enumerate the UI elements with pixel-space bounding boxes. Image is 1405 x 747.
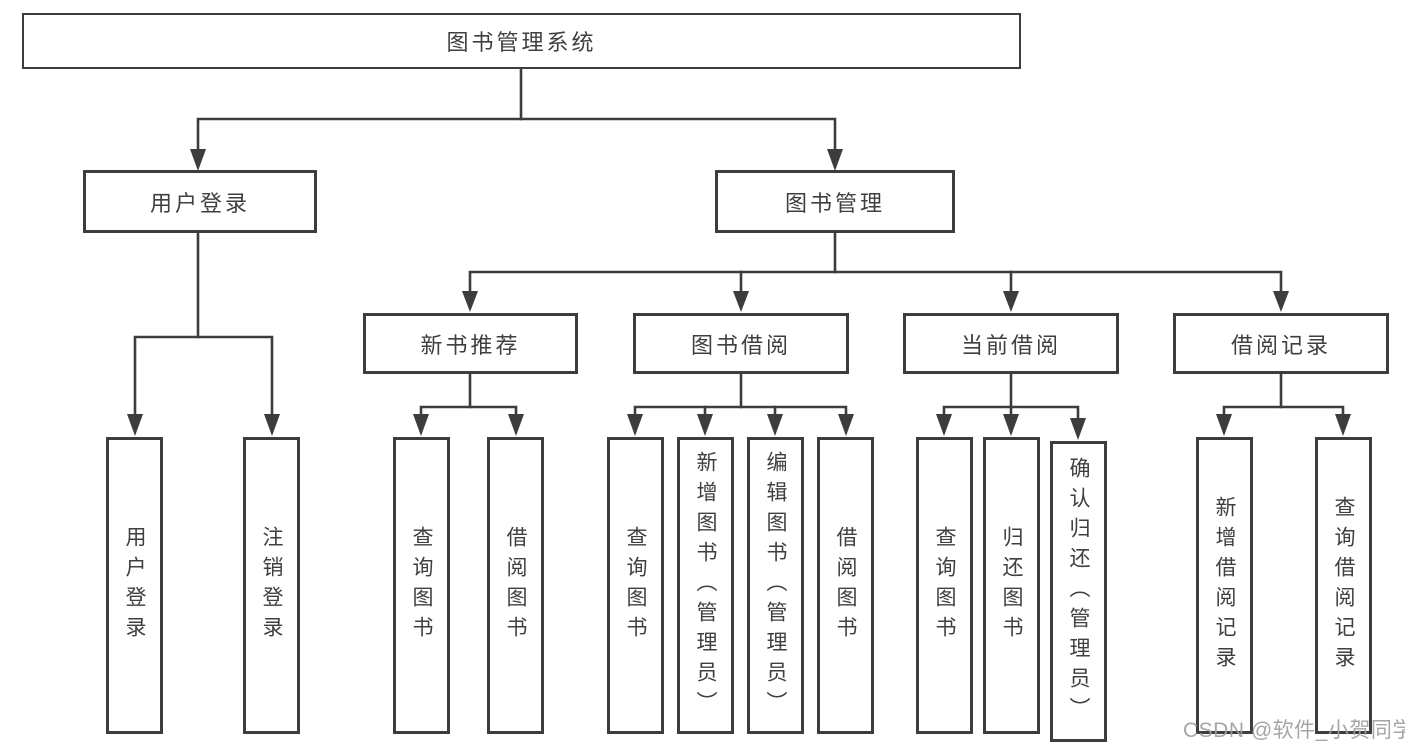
leaf-borrow-books-borrowing: 借阅图书 bbox=[817, 437, 874, 734]
leaf-add-borrow-record-label: 新增借阅记录 bbox=[1213, 495, 1236, 676]
node-user-login: 用户登录 bbox=[83, 170, 317, 233]
leaf-query-books-recommend: 查询图书 bbox=[393, 437, 450, 734]
leaf-edit-book-admin: 编辑图书（管理员） bbox=[747, 437, 804, 734]
leaf-query-borrow-record-label: 查询借阅记录 bbox=[1332, 495, 1355, 676]
node-current-borrowing-label: 当前借阅 bbox=[960, 332, 1061, 358]
node-current-borrowing: 当前借阅 bbox=[903, 313, 1119, 374]
leaf-borrow-books-recommend: 借阅图书 bbox=[487, 437, 544, 734]
arrowheads bbox=[127, 149, 1351, 440]
leaf-logout: 注销登录 bbox=[243, 437, 300, 734]
node-new-book-recommend: 新书推荐 bbox=[363, 313, 578, 374]
node-book-management-label: 图书管理 bbox=[784, 190, 885, 216]
node-user-login-label: 用户登录 bbox=[149, 190, 250, 216]
leaf-user-login: 用户登录 bbox=[106, 437, 163, 734]
node-root: 图书管理系统 bbox=[22, 13, 1021, 69]
leaf-query-books-recommend-label: 查询图书 bbox=[410, 525, 433, 646]
leaf-borrow-books-borrowing-label: 借阅图书 bbox=[834, 525, 857, 646]
node-root-label: 图书管理系统 bbox=[446, 30, 597, 55]
leaf-add-borrow-record: 新增借阅记录 bbox=[1196, 437, 1253, 734]
leaf-query-books-current-label: 查询图书 bbox=[933, 525, 956, 646]
leaf-logout-label: 注销登录 bbox=[260, 525, 283, 646]
leaf-query-books-borrowing: 查询图书 bbox=[607, 437, 664, 734]
node-new-book-recommend-label: 新书推荐 bbox=[420, 332, 521, 358]
leaf-query-books-current: 查询图书 bbox=[916, 437, 973, 734]
node-borrowing-records-label: 借阅记录 bbox=[1230, 332, 1331, 358]
leaf-query-borrow-record: 查询借阅记录 bbox=[1315, 437, 1372, 734]
node-book-management: 图书管理 bbox=[715, 170, 955, 233]
node-borrowing-records: 借阅记录 bbox=[1173, 313, 1389, 374]
node-book-borrowing-label: 图书借阅 bbox=[690, 332, 791, 358]
leaf-borrow-books-recommend-label: 借阅图书 bbox=[504, 525, 527, 646]
leaf-return-books: 归还图书 bbox=[983, 437, 1040, 734]
csdn-watermark: CSDN @软件_小贺同学 bbox=[1183, 719, 1405, 742]
leaf-edit-book-admin-label: 编辑图书（管理员） bbox=[764, 450, 787, 721]
leaf-user-login-label: 用户登录 bbox=[123, 525, 146, 646]
leaf-confirm-return-admin-label: 确认归还（管理员） bbox=[1067, 456, 1090, 727]
leaf-query-books-borrowing-label: 查询图书 bbox=[624, 525, 647, 646]
leaf-confirm-return-admin: 确认归还（管理员） bbox=[1050, 441, 1107, 742]
leaf-return-books-label: 归还图书 bbox=[1000, 525, 1023, 646]
node-book-borrowing: 图书借阅 bbox=[633, 313, 849, 374]
leaf-add-book-admin: 新增图书（管理员） bbox=[677, 437, 734, 734]
leaf-add-book-admin-label: 新增图书（管理员） bbox=[694, 450, 717, 721]
